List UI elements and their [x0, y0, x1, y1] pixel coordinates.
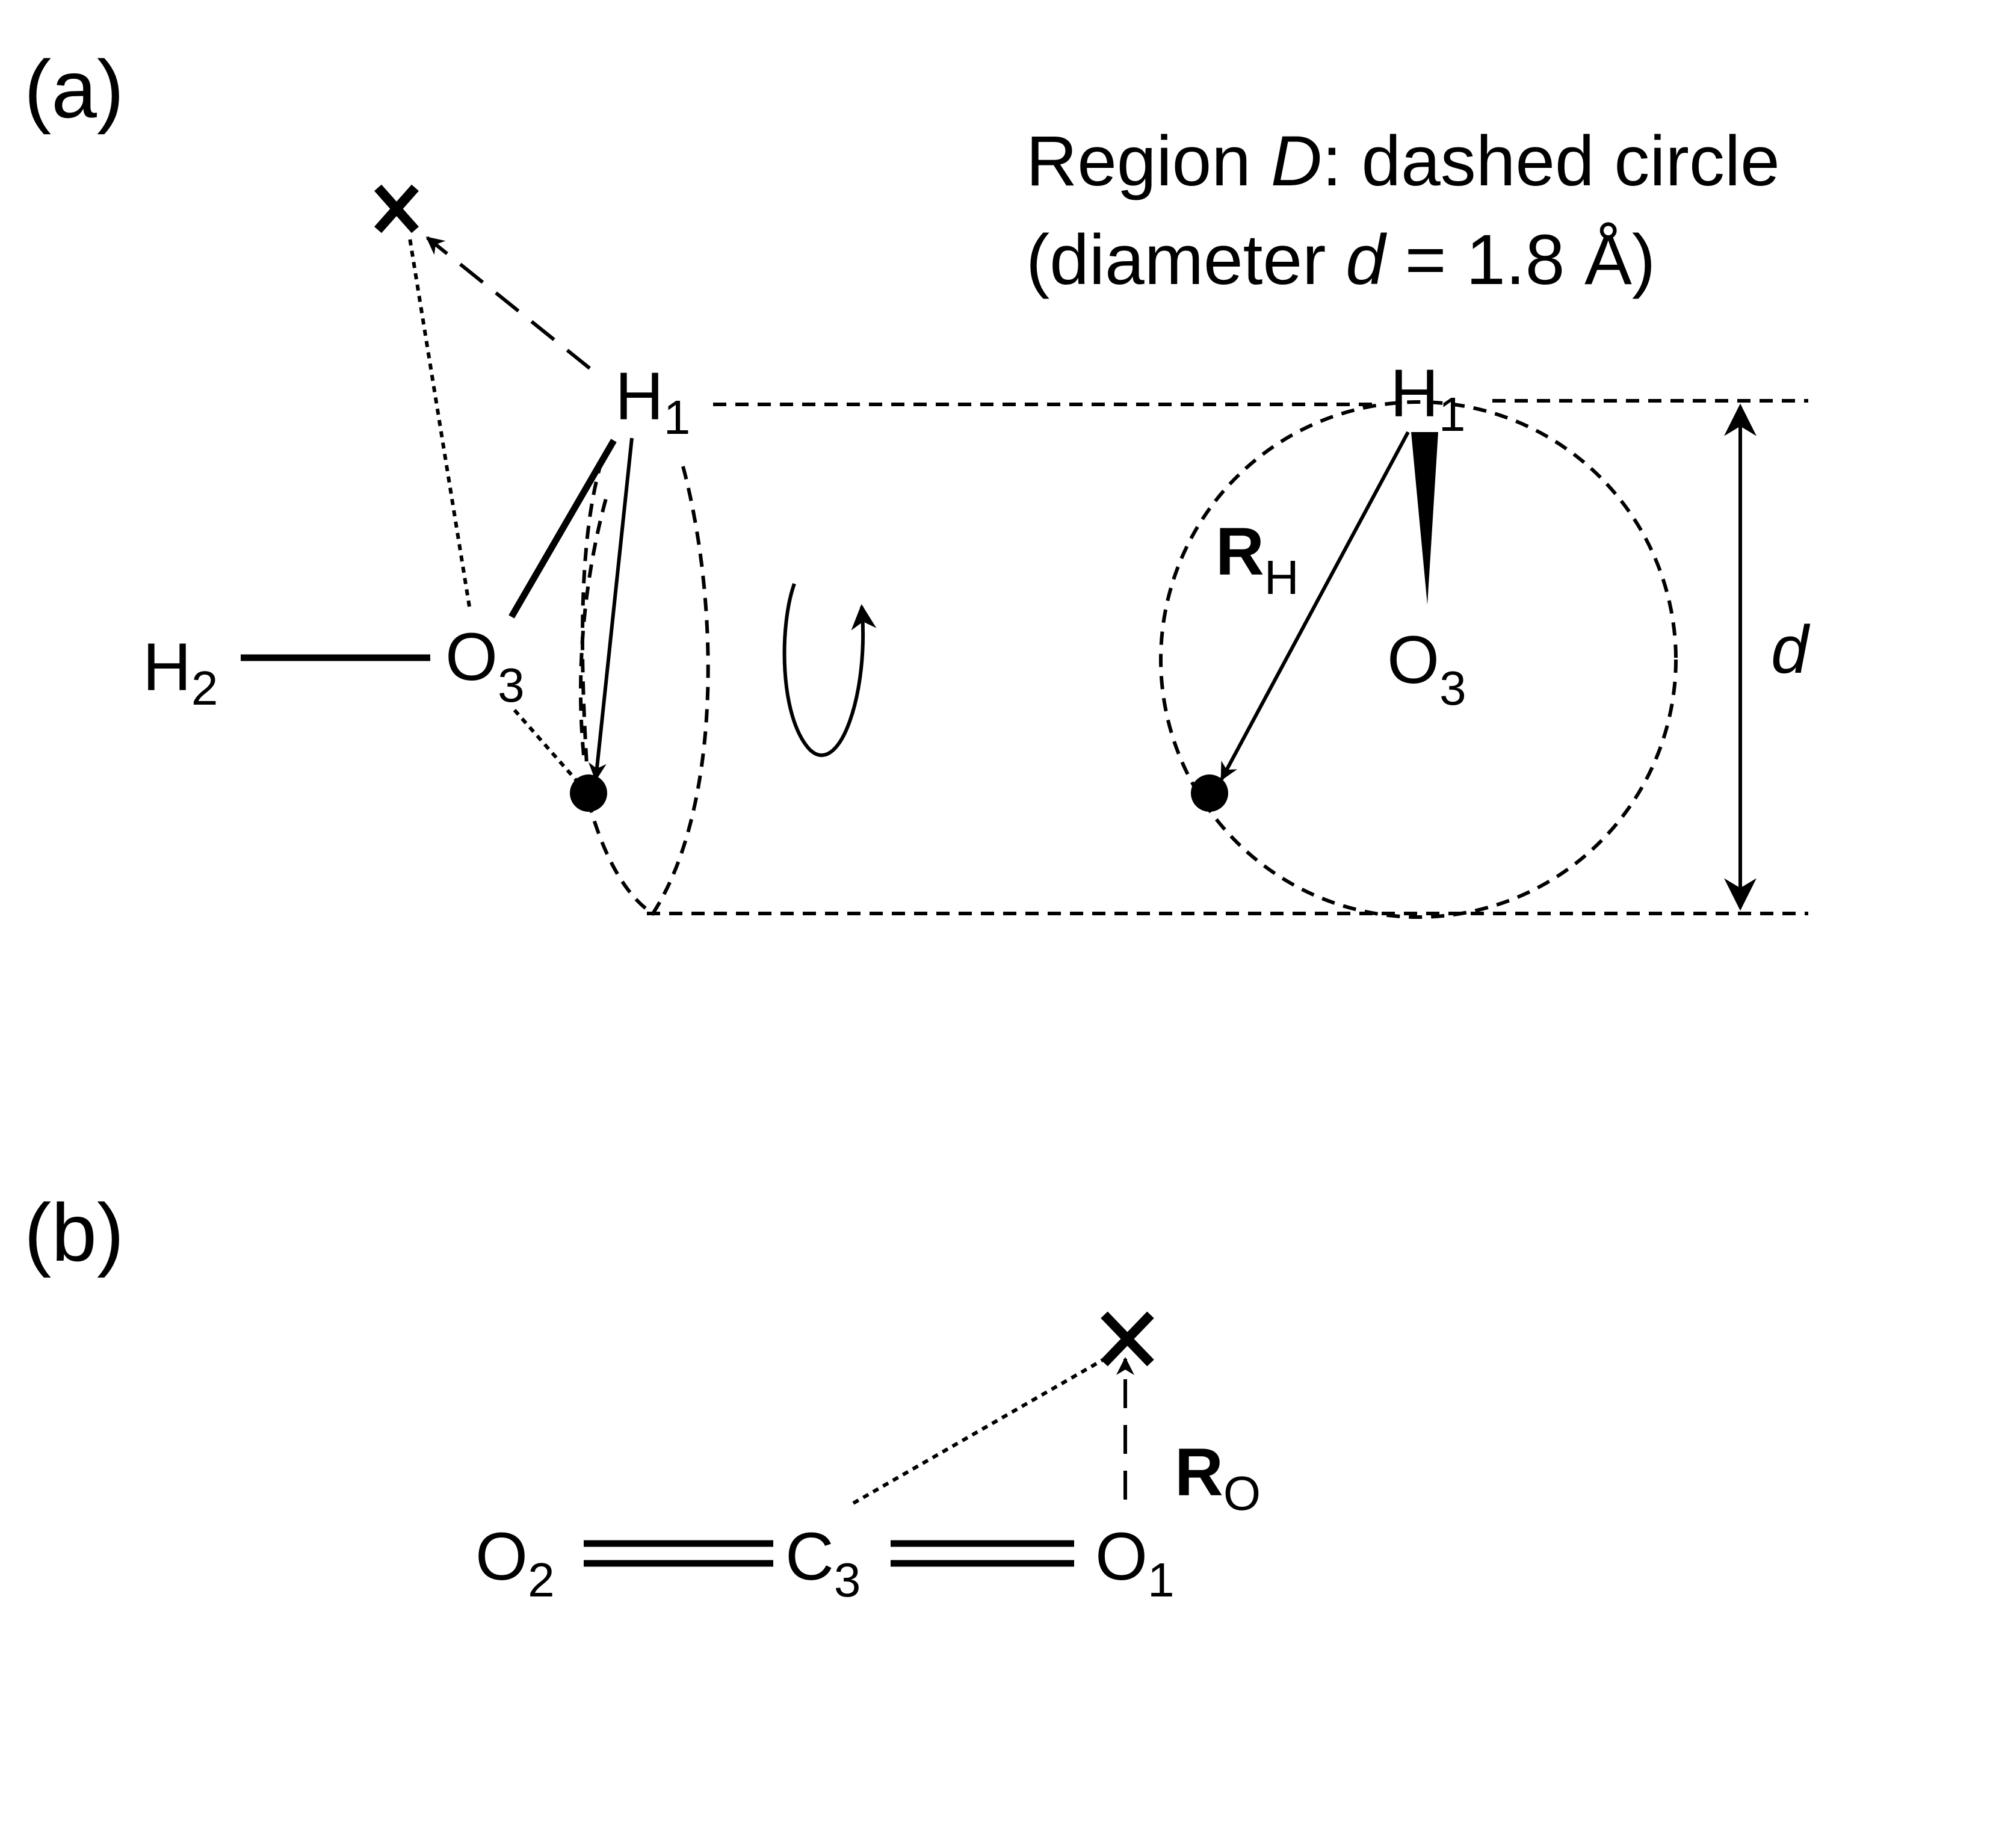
- position-dot-left: [570, 774, 607, 812]
- bond-o3-h1-left: [508, 439, 617, 619]
- atom-h1-right: H1: [1390, 356, 1465, 441]
- dotted-o3-to-cross: [407, 234, 471, 607]
- region-note-line1: Region D: dashed circle: [1026, 122, 1780, 201]
- atom-c3-base: C: [785, 1519, 834, 1594]
- atom-h1-left-sub: 1: [664, 391, 691, 444]
- region-note-line2-a: (diameter: [1026, 220, 1346, 300]
- region-note-line1-c: : dashed circle: [1322, 122, 1780, 201]
- atom-o1-sub: 1: [1148, 1553, 1175, 1607]
- rotation-arrow: [782, 583, 877, 757]
- atom-c3-sub: 3: [834, 1553, 861, 1607]
- region-d-dashed-circle: [1159, 400, 1678, 919]
- atom-o2-sub: 2: [528, 1553, 555, 1607]
- dimension-d-label: d: [1771, 612, 1811, 687]
- atom-c3: C3: [785, 1519, 861, 1607]
- atom-o1: O1: [1095, 1519, 1175, 1607]
- region-note-line1-a: Region: [1026, 122, 1271, 201]
- region-note-line2-c: = 1.8 Å): [1385, 220, 1655, 300]
- cylinder-outline: [578, 399, 1808, 916]
- dotted-o3-to-dot: [513, 709, 582, 786]
- atom-o3-left: O3: [445, 619, 525, 712]
- atom-o3-right-base: O: [1387, 622, 1439, 697]
- solid-arrow-h1-to-dot-left: [588, 437, 634, 781]
- atom-h1-right-base: H: [1390, 356, 1439, 431]
- vector-rh-sub: H: [1264, 551, 1299, 604]
- vector-ro-base: R: [1175, 1435, 1223, 1510]
- region-note-line2-symbol: d: [1346, 220, 1387, 300]
- atom-o3-right: O3: [1387, 622, 1466, 715]
- dotted-connections: [407, 234, 582, 786]
- atom-o2-base: O: [475, 1519, 528, 1594]
- dashed-arrow-h1-to-dot-left: [580, 460, 604, 765]
- position-dot-right: [1191, 774, 1228, 812]
- panel-b-label: (b): [24, 1187, 124, 1278]
- vector-ro-sub: O: [1223, 1466, 1261, 1520]
- wedge-bond-h1-o3-right: [1411, 432, 1438, 605]
- vector-rh-base: R: [1216, 514, 1264, 589]
- dotted-c3-to-cross: [852, 1352, 1114, 1505]
- atom-o3-right-sub: 3: [1439, 661, 1466, 715]
- atom-h1-right-sub: 1: [1439, 388, 1466, 441]
- atom-h2: H2: [143, 629, 218, 715]
- vector-rh-label: RH: [1216, 514, 1299, 604]
- vector-rh-arrow: [1220, 431, 1410, 781]
- dashed-arrow-h1-to-cross: [425, 236, 591, 370]
- region-note-line2: (diameter d = 1.8 Å): [1026, 220, 1655, 300]
- atom-h1-left: H1: [615, 359, 690, 444]
- vector-ro-label: RO: [1175, 1435, 1261, 1520]
- atom-o3-left-sub: 3: [498, 658, 525, 712]
- region-note-line1-symbol: D: [1271, 122, 1322, 201]
- cylinder-left-end-ellipse: [578, 466, 710, 916]
- atom-h2-base: H: [143, 629, 191, 705]
- atom-h2-sub: 2: [191, 661, 218, 715]
- panel-a-label: (a): [24, 43, 124, 135]
- double-bonds: [584, 1540, 1074, 1567]
- atom-o3-left-base: O: [445, 619, 498, 694]
- cross-marker-b: [1101, 1311, 1154, 1367]
- atom-o2: O2: [475, 1519, 555, 1607]
- cross-marker-a: [374, 184, 419, 233]
- atom-o1-base: O: [1095, 1519, 1148, 1594]
- atom-h1-left-base: H: [615, 359, 664, 434]
